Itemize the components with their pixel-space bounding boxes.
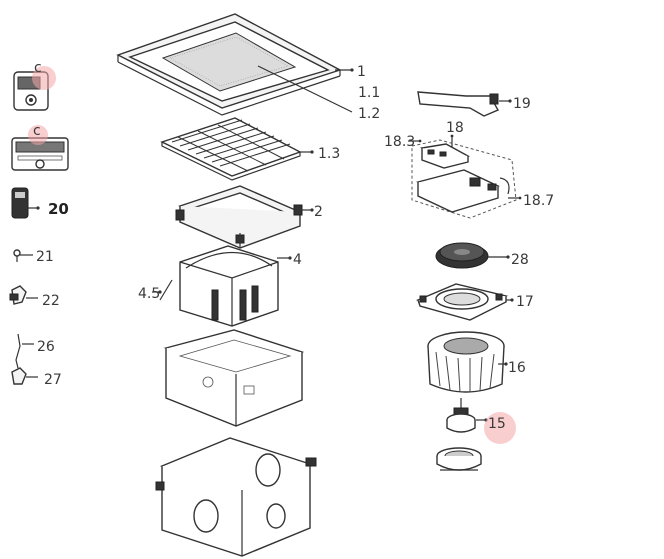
- main-housing[interactable]: [155, 437, 317, 557]
- label-28: 28: [511, 252, 529, 268]
- remote-controller[interactable]: 20: [11, 187, 69, 219]
- label-1-2: 1.2: [358, 106, 380, 122]
- label-4-5: 4.5: [138, 286, 160, 302]
- label-16: 16: [508, 360, 526, 376]
- hose-part[interactable]: 26: [15, 333, 55, 369]
- svg-text:c: c: [34, 60, 42, 76]
- wired-controller-wide[interactable]: c: [11, 123, 69, 171]
- label-4: 4: [293, 252, 302, 268]
- label-26: 26: [37, 339, 55, 355]
- sensor-part[interactable]: [159, 279, 173, 301]
- drain-pan[interactable]: [163, 329, 305, 427]
- filter-grille[interactable]: [160, 117, 302, 181]
- label-27: 27: [44, 372, 62, 388]
- insulation-block[interactable]: [179, 245, 279, 327]
- svg-text:c: c: [33, 123, 41, 139]
- highlight-marker: [484, 412, 516, 444]
- label-19: 19: [513, 96, 531, 112]
- motor-base[interactable]: [436, 447, 482, 471]
- label-15: 15: [488, 416, 506, 432]
- label-21: 21: [36, 249, 54, 265]
- wired-controller-round[interactable]: c: [13, 60, 56, 111]
- label-1: 1: [357, 64, 366, 80]
- label-1-1: 1.1: [358, 85, 380, 101]
- screw-part[interactable]: 21: [13, 249, 54, 265]
- drain-fitting[interactable]: 22: [9, 285, 60, 309]
- bell-mouth[interactable]: [415, 283, 509, 321]
- label-22: 22: [42, 293, 60, 309]
- label-20: 20: [48, 200, 69, 218]
- fan-motor[interactable]: [446, 398, 476, 433]
- clamp-part[interactable]: 27: [11, 367, 62, 388]
- electrical-bracket[interactable]: [417, 91, 499, 117]
- label-18-3: 18.3: [384, 134, 415, 150]
- label-18-7: 18.7: [523, 193, 554, 209]
- air-guide-disc[interactable]: [435, 242, 489, 269]
- label-1-3: 1.3: [318, 146, 340, 162]
- control-box-assembly[interactable]: [411, 139, 517, 219]
- mounting-frame[interactable]: [175, 185, 303, 249]
- label-2: 2: [314, 204, 323, 220]
- centrifugal-fan[interactable]: [427, 331, 505, 393]
- label-18: 18: [446, 120, 464, 136]
- label-17: 17: [516, 294, 534, 310]
- front-panel[interactable]: [116, 13, 342, 116]
